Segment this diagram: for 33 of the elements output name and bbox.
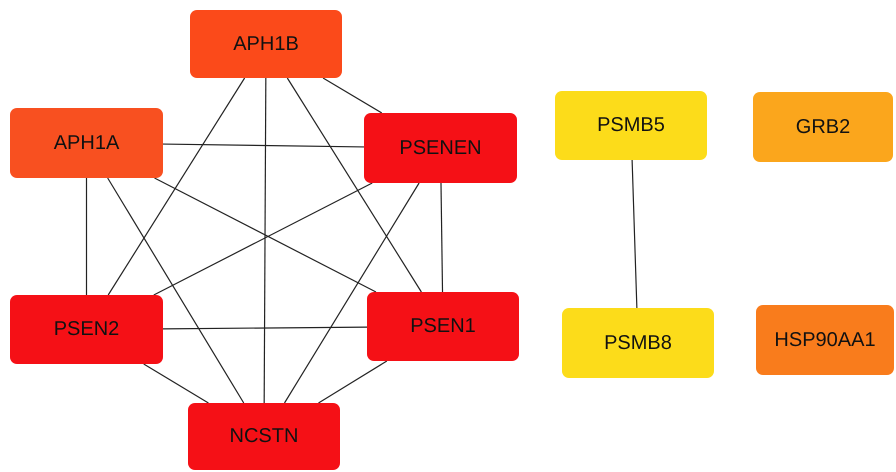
gene-label: APH1A [54,132,120,154]
gene-node [562,308,714,378]
edge-line [318,360,388,404]
gene-node [10,295,163,364]
gene-label: PSENEN [399,136,482,160]
gene-node [753,92,893,162]
gene-label: GRB2 [796,116,850,138]
edge-line [163,143,364,148]
edge-line [108,78,246,296]
gene-node [756,305,894,375]
edge-line [632,160,638,308]
edge-line [163,326,367,330]
gene-node [188,403,340,470]
gene-label: NCSTN [230,425,298,448]
gene-label: HSP90AA1 [774,328,876,352]
gene-node [555,91,707,160]
edge-line [284,182,420,404]
edge-line [107,178,244,404]
gene-node [190,10,342,78]
edge-line [264,78,266,403]
gene-node [367,292,519,361]
gene-label: PSEN1 [410,315,476,338]
edge-line [86,178,88,295]
gene-label: PSMB5 [597,114,665,137]
edge-line [322,77,382,114]
edge-line [143,363,209,404]
gene-node [364,113,517,183]
gene-label: APH1B [233,32,299,56]
gene-label: PSEN2 [54,318,120,341]
edge-line [286,78,422,292]
gene-node [10,108,163,178]
gene-label: PSMB8 [604,332,672,354]
edge-line [440,183,444,292]
